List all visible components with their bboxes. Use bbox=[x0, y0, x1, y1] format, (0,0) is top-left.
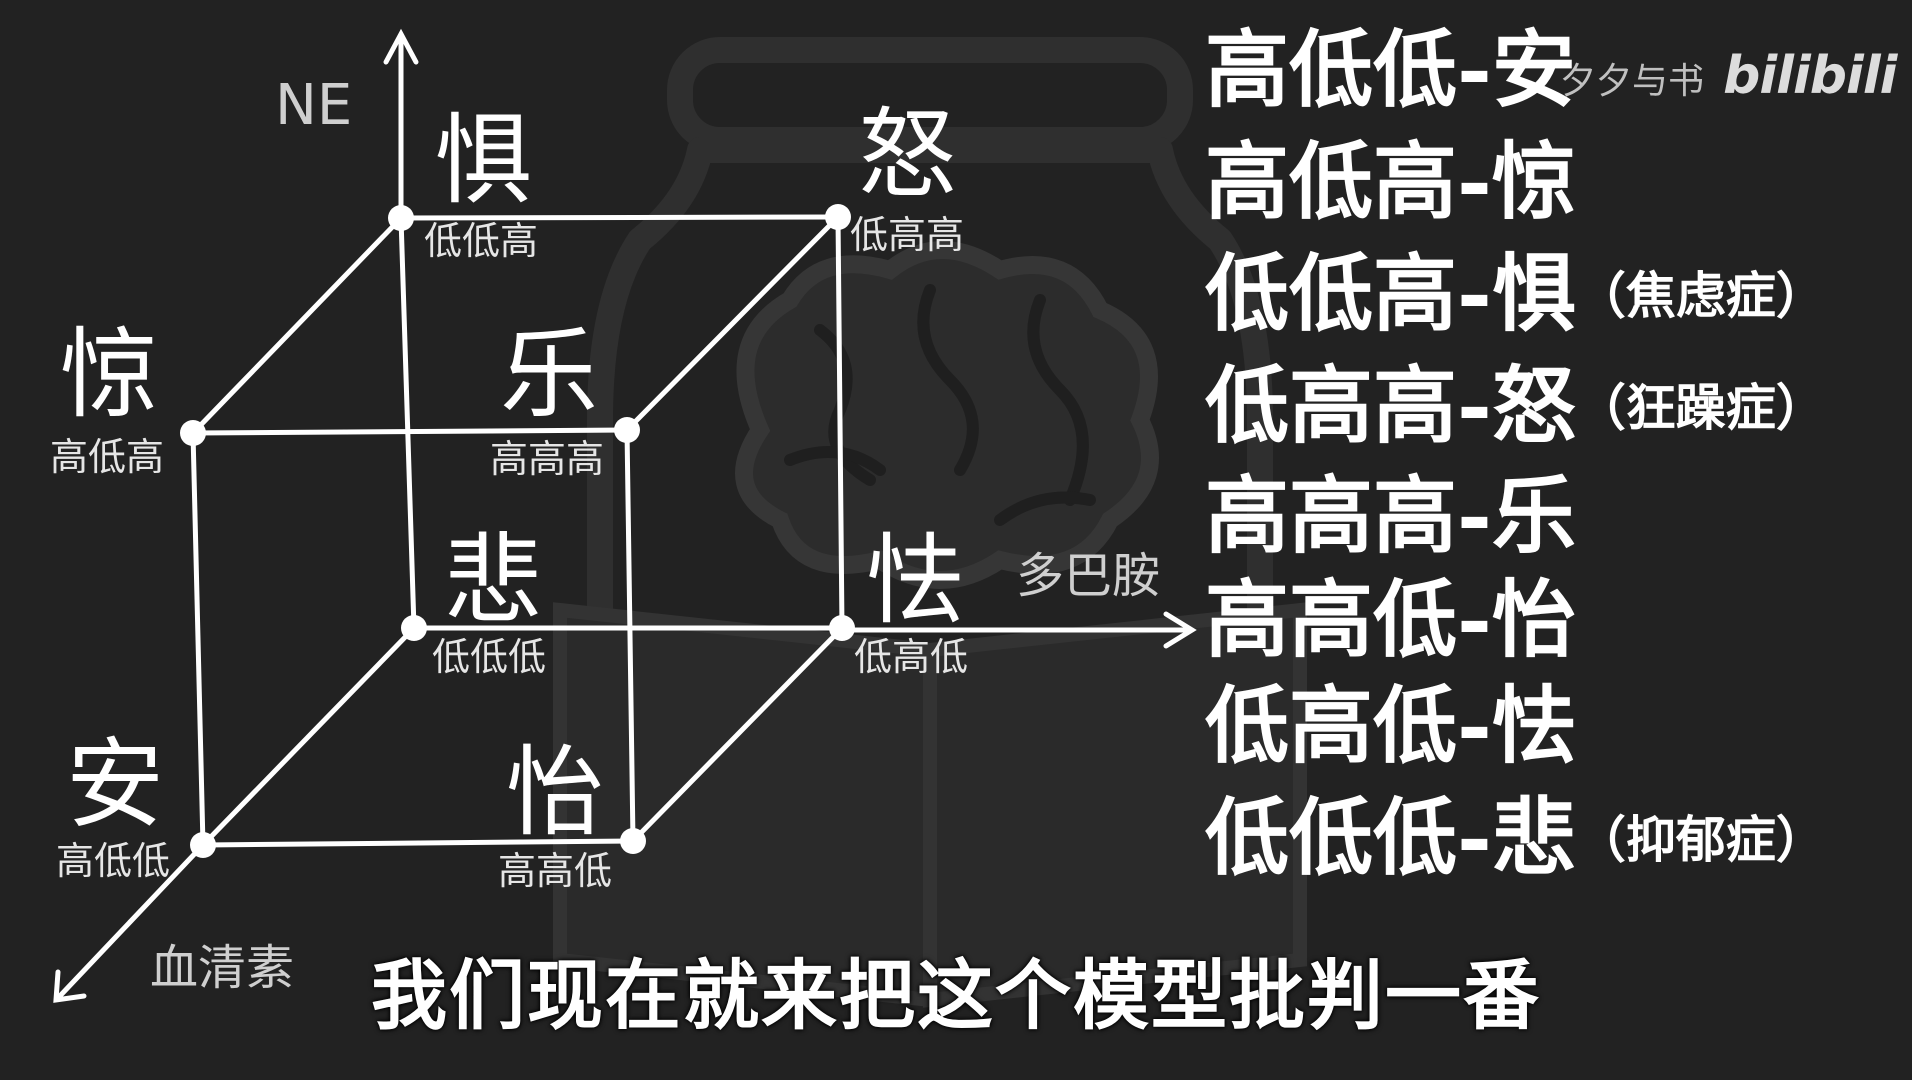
legend-item-text: 低高高-怒 bbox=[1205, 356, 1576, 455]
legend-item: 低低低-悲（抑郁症） bbox=[1205, 796, 1826, 880]
node-code-qie: 低高低 bbox=[854, 635, 969, 679]
legend-item: 高低高-惊 bbox=[1205, 140, 1576, 224]
node-code-ju: 低低高 bbox=[424, 219, 539, 263]
legend-item: 低高低-怯 bbox=[1205, 684, 1576, 768]
watermark-author: 夕夕与书 bbox=[1560, 61, 1705, 102]
serotonin-axis-arrowhead bbox=[53, 969, 87, 1003]
dopamine-axis-arrowhead bbox=[1163, 611, 1197, 649]
legend-item-text: 低低高-惧 bbox=[1205, 244, 1576, 343]
legend-item-text: 高高低-怡 bbox=[1205, 570, 1576, 669]
node-code-yi: 高高低 bbox=[498, 849, 613, 893]
node-code-bei: 低低低 bbox=[432, 635, 547, 679]
axis-label-ne: NE bbox=[275, 73, 353, 138]
node-dot-qie bbox=[829, 615, 855, 641]
node-emotion-bei: 悲 bbox=[444, 524, 543, 638]
node-emotion-an: 安 bbox=[66, 728, 165, 842]
legend-item: 低低高-惧（焦虑症） bbox=[1205, 252, 1826, 336]
legend-item: 高高低-怡 bbox=[1205, 578, 1576, 662]
ne-axis-arrowhead bbox=[383, 28, 419, 65]
node-emotion-qie: 怯 bbox=[866, 524, 965, 638]
node-code-jing: 高低高 bbox=[50, 435, 165, 479]
legend-item-text: 高低高-惊 bbox=[1205, 132, 1576, 231]
serotonin-axis-line bbox=[55, 842, 206, 1001]
legend-item: 高高高-乐 bbox=[1205, 474, 1576, 558]
node-dot-le bbox=[614, 417, 640, 443]
node-emotion-jing: 惊 bbox=[60, 318, 159, 432]
node-code-an: 高低低 bbox=[56, 839, 171, 883]
legend-item-text: 高高高-乐 bbox=[1205, 466, 1576, 565]
video-subtitle: 我们现在就来把这个模型批判一番 bbox=[371, 951, 1541, 1040]
node-dot-an bbox=[190, 832, 216, 858]
legend-item-note: （焦虑症） bbox=[1575, 266, 1826, 325]
node-emotion-le: 乐 bbox=[500, 318, 599, 432]
node-emotion-ju: 惧 bbox=[434, 104, 533, 218]
legend-item-note: （狂躁症） bbox=[1575, 378, 1826, 437]
legend-item-note: （抑郁症） bbox=[1575, 810, 1826, 869]
legend-item-text: 低低低-悲 bbox=[1205, 788, 1576, 887]
legend-item: 低高高-怒（狂躁症） bbox=[1205, 364, 1826, 448]
node-dot-ju bbox=[388, 205, 414, 231]
axis-label-dopamine: 多巴胺 bbox=[1016, 548, 1161, 604]
bilibili-logo: bilibili bbox=[1723, 46, 1897, 106]
legend-item-text: 低高低-怯 bbox=[1205, 676, 1576, 775]
node-code-le: 高高高 bbox=[490, 437, 605, 481]
axis-label-serotonin: 血清素 bbox=[150, 940, 295, 996]
node-emotion-yi: 怡 bbox=[506, 736, 605, 850]
node-dot-yi bbox=[620, 828, 646, 854]
node-code-nu: 低高高 bbox=[850, 213, 965, 257]
channel-watermark: 夕夕与书 bilibili bbox=[1560, 46, 1898, 106]
node-dot-nu bbox=[825, 204, 851, 230]
node-dot-bei bbox=[401, 615, 427, 641]
legend-item-text: 高低低-安 bbox=[1205, 20, 1576, 119]
node-emotion-nu: 怒 bbox=[858, 98, 957, 212]
node-dot-jing bbox=[180, 420, 206, 446]
legend-item: 高低低-安 bbox=[1205, 28, 1576, 112]
